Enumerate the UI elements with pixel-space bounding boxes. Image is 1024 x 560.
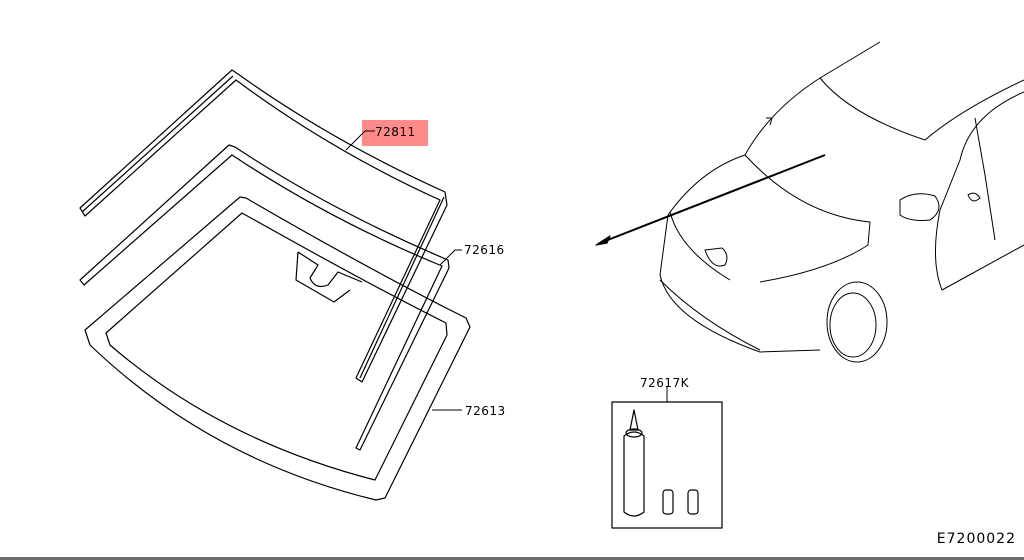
vehicle-illustration [659, 41, 1024, 363]
bottom-divider [0, 557, 1024, 560]
callout-72811[interactable]: 72811 [375, 125, 416, 139]
sealant-kit-box[interactable] [611, 401, 723, 529]
moulding-upper[interactable] [79, 69, 448, 383]
figure-code: E7200022 [936, 531, 1016, 547]
leader-lines [345, 130, 668, 411]
windshield-glass[interactable] [84, 196, 471, 501]
callout-72613[interactable]: 72613 [465, 404, 506, 418]
callout-72617k[interactable]: 72617K [640, 376, 690, 390]
highlight-72811 [362, 120, 428, 146]
moulding-side[interactable] [79, 144, 450, 451]
callout-72616[interactable]: 72616 [464, 243, 505, 257]
direction-arrow [595, 154, 826, 246]
